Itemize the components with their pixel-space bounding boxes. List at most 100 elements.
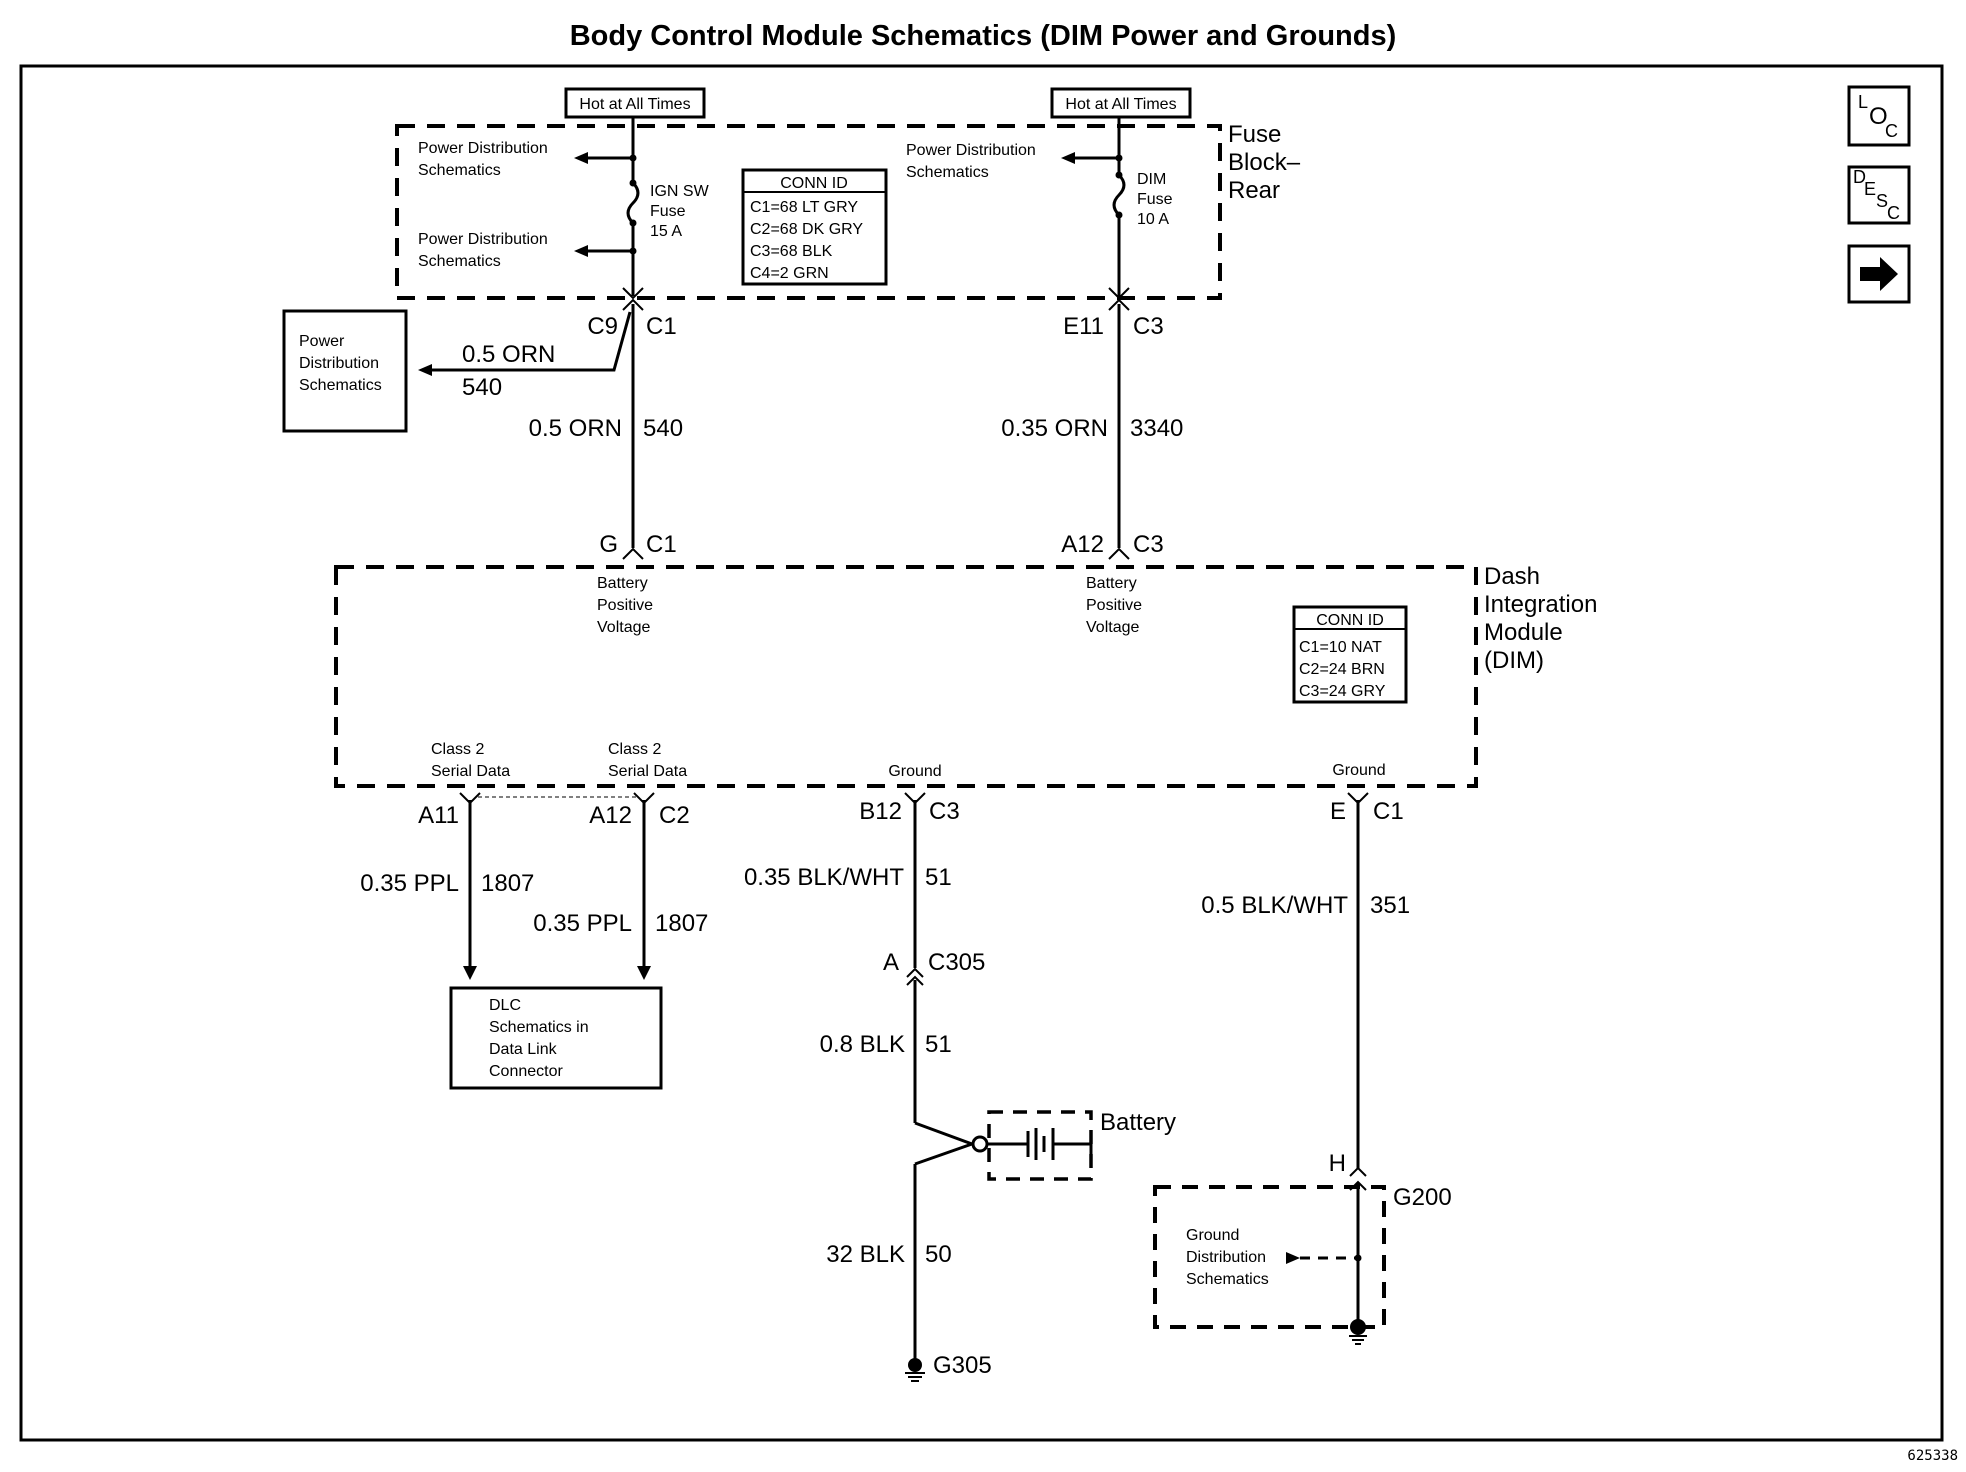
svg-text:Fuse: Fuse bbox=[650, 203, 686, 220]
dim-conn-c3-top: C3 bbox=[1133, 531, 1164, 558]
pd-link-right[interactable]: Power Distribution Schematics bbox=[906, 142, 1036, 181]
ground-g305: G305 bbox=[933, 1352, 992, 1379]
branch-wire-label: 0.5 ORN bbox=[462, 341, 555, 368]
dim-battery-voltage-left: Battery Positive Voltage bbox=[597, 575, 653, 636]
serial-wire-right: 0.35 PPL bbox=[533, 910, 632, 937]
svg-text:Power: Power bbox=[299, 333, 345, 350]
svg-text:IGN SW: IGN SW bbox=[650, 183, 710, 200]
wire-label-3340: 0.35 ORN bbox=[1001, 415, 1108, 442]
serial-circuit-left: 1807 bbox=[481, 870, 534, 897]
circuit-1807 bbox=[459, 792, 655, 980]
svg-text:Power Distribution: Power Distribution bbox=[906, 142, 1036, 159]
next-arrow-icon bbox=[1860, 257, 1898, 291]
pd-box-left[interactable]: Power Distribution Schematics bbox=[282, 309, 408, 433]
pd-link-top-left[interactable]: Power Distribution Schematics bbox=[418, 140, 548, 179]
svg-text:C4=2 GRN: C4=2 GRN bbox=[750, 265, 829, 282]
svg-text:C3=68 BLK: C3=68 BLK bbox=[750, 243, 833, 260]
svg-text:Fuse: Fuse bbox=[1228, 121, 1281, 148]
ground-g200: G200 bbox=[1393, 1184, 1452, 1211]
page-title: Body Control Module Schematics (DIM Powe… bbox=[570, 20, 1397, 52]
svg-text:C: C bbox=[1887, 203, 1900, 223]
svg-text:Positive: Positive bbox=[597, 597, 653, 614]
svg-text:Serial Data: Serial Data bbox=[431, 763, 510, 780]
svg-text:Positive: Positive bbox=[1086, 597, 1142, 614]
svg-text:Battery: Battery bbox=[1086, 575, 1137, 592]
inline-pin-a: A bbox=[883, 949, 899, 976]
hot-at-all-times-right: Hot at All Times bbox=[1050, 87, 1192, 119]
ground-distribution-boundary bbox=[1153, 1185, 1386, 1329]
svg-text:Module: Module bbox=[1484, 619, 1563, 646]
ground-distribution-link[interactable]: Ground Distribution Schematics bbox=[1186, 1227, 1356, 1288]
svg-text:Schematics: Schematics bbox=[906, 164, 989, 181]
svg-text:DIM: DIM bbox=[1137, 171, 1166, 188]
next-button[interactable] bbox=[1847, 244, 1911, 304]
circuit-540 bbox=[418, 298, 644, 560]
svg-text:Schematics: Schematics bbox=[418, 162, 501, 179]
inline-pin-h: H bbox=[1329, 1150, 1346, 1177]
battery-icon bbox=[987, 1128, 1093, 1160]
svg-text:Schematics: Schematics bbox=[299, 377, 382, 394]
desc-icon: D E S C bbox=[1853, 167, 1900, 223]
serial-data-label-left: Class 2 Serial Data bbox=[431, 741, 510, 780]
ground-conn-c3: C3 bbox=[929, 798, 960, 825]
ign-sw-fuse-label: IGN SW Fuse 15 A bbox=[650, 183, 710, 240]
dim-fuse-circuit bbox=[1061, 117, 1130, 300]
diagram-frame bbox=[19, 64, 1944, 1442]
svg-text:Class 2: Class 2 bbox=[431, 741, 484, 758]
loc-icon: L O C bbox=[1858, 92, 1898, 141]
ground-pin-e: E bbox=[1330, 798, 1346, 825]
pd-link-bottom-left[interactable]: Power Distribution Schematics bbox=[418, 231, 548, 270]
circuit-number-351: 351 bbox=[1370, 892, 1410, 919]
svg-text:CONN ID: CONN ID bbox=[1316, 612, 1384, 629]
loc-button[interactable]: L O C bbox=[1847, 85, 1911, 147]
wire-label-540: 0.5 ORN bbox=[529, 415, 622, 442]
wire-label-32-blk: 32 BLK bbox=[826, 1241, 905, 1268]
svg-text:Connector: Connector bbox=[489, 1063, 563, 1080]
dim-pin-g: G bbox=[599, 531, 618, 558]
svg-text:C1=10 NAT: C1=10 NAT bbox=[1299, 639, 1382, 656]
svg-text:Block–: Block– bbox=[1228, 149, 1301, 176]
dim-label: Dash Integration Module (DIM) bbox=[1484, 563, 1597, 674]
dlc-box[interactable]: DLC Schematics in Data Link Connector bbox=[449, 986, 663, 1090]
svg-text:Hot at All Times: Hot at All Times bbox=[579, 96, 690, 113]
svg-text:C3=24 GRY: C3=24 GRY bbox=[1299, 683, 1386, 700]
wire-label-blk-wht-351: 0.5 BLK/WHT bbox=[1201, 892, 1348, 919]
hot-at-all-times-left: Hot at All Times bbox=[564, 87, 706, 119]
dim-boundary bbox=[334, 565, 1478, 788]
dim-fuse-label: DIM Fuse 10 A bbox=[1137, 171, 1173, 228]
ground-label-mid: Ground bbox=[888, 763, 941, 780]
svg-text:Rear: Rear bbox=[1228, 177, 1280, 204]
svg-text:Power Distribution: Power Distribution bbox=[418, 140, 548, 157]
fuse-block-boundary bbox=[395, 124, 1222, 300]
circuit-number-51-a: 51 bbox=[925, 864, 952, 891]
ground-label-right: Ground bbox=[1332, 762, 1385, 779]
serial-data-label-right: Class 2 Serial Data bbox=[608, 741, 687, 780]
figure-number: 625338 bbox=[1907, 1448, 1958, 1464]
svg-text:Voltage: Voltage bbox=[597, 619, 650, 636]
connector-pin-c9: C9 bbox=[587, 313, 618, 340]
svg-text:Hot at All Times: Hot at All Times bbox=[1065, 96, 1176, 113]
inline-conn-c305: C305 bbox=[928, 949, 985, 976]
svg-text:Schematics in: Schematics in bbox=[489, 1019, 589, 1036]
svg-text:Class 2: Class 2 bbox=[608, 741, 661, 758]
svg-text:Schematics: Schematics bbox=[418, 253, 501, 270]
svg-text:Schematics: Schematics bbox=[1186, 1271, 1269, 1288]
svg-text:Battery: Battery bbox=[1100, 1109, 1176, 1136]
svg-text:15 A: 15 A bbox=[650, 223, 682, 240]
svg-text:S: S bbox=[1876, 191, 1888, 211]
svg-text:Power Distribution: Power Distribution bbox=[418, 231, 548, 248]
connector-c3-top: C3 bbox=[1133, 313, 1164, 340]
serial-circuit-right: 1807 bbox=[655, 910, 708, 937]
svg-text:O: O bbox=[1869, 103, 1888, 130]
svg-text:D: D bbox=[1853, 167, 1866, 187]
dim-pin-a12-top: A12 bbox=[1061, 531, 1104, 558]
circuit-number-3340: 3340 bbox=[1130, 415, 1183, 442]
svg-text:C1=68 LT GRY: C1=68 LT GRY bbox=[750, 199, 858, 216]
svg-text:L: L bbox=[1858, 92, 1868, 112]
svg-text:(DIM): (DIM) bbox=[1484, 647, 1544, 674]
serial-pin-a12: A12 bbox=[589, 802, 632, 829]
dim-battery-voltage-right: Battery Positive Voltage bbox=[1086, 575, 1142, 636]
desc-button[interactable]: D E S C bbox=[1847, 165, 1911, 225]
connector-c1-top: C1 bbox=[646, 313, 677, 340]
